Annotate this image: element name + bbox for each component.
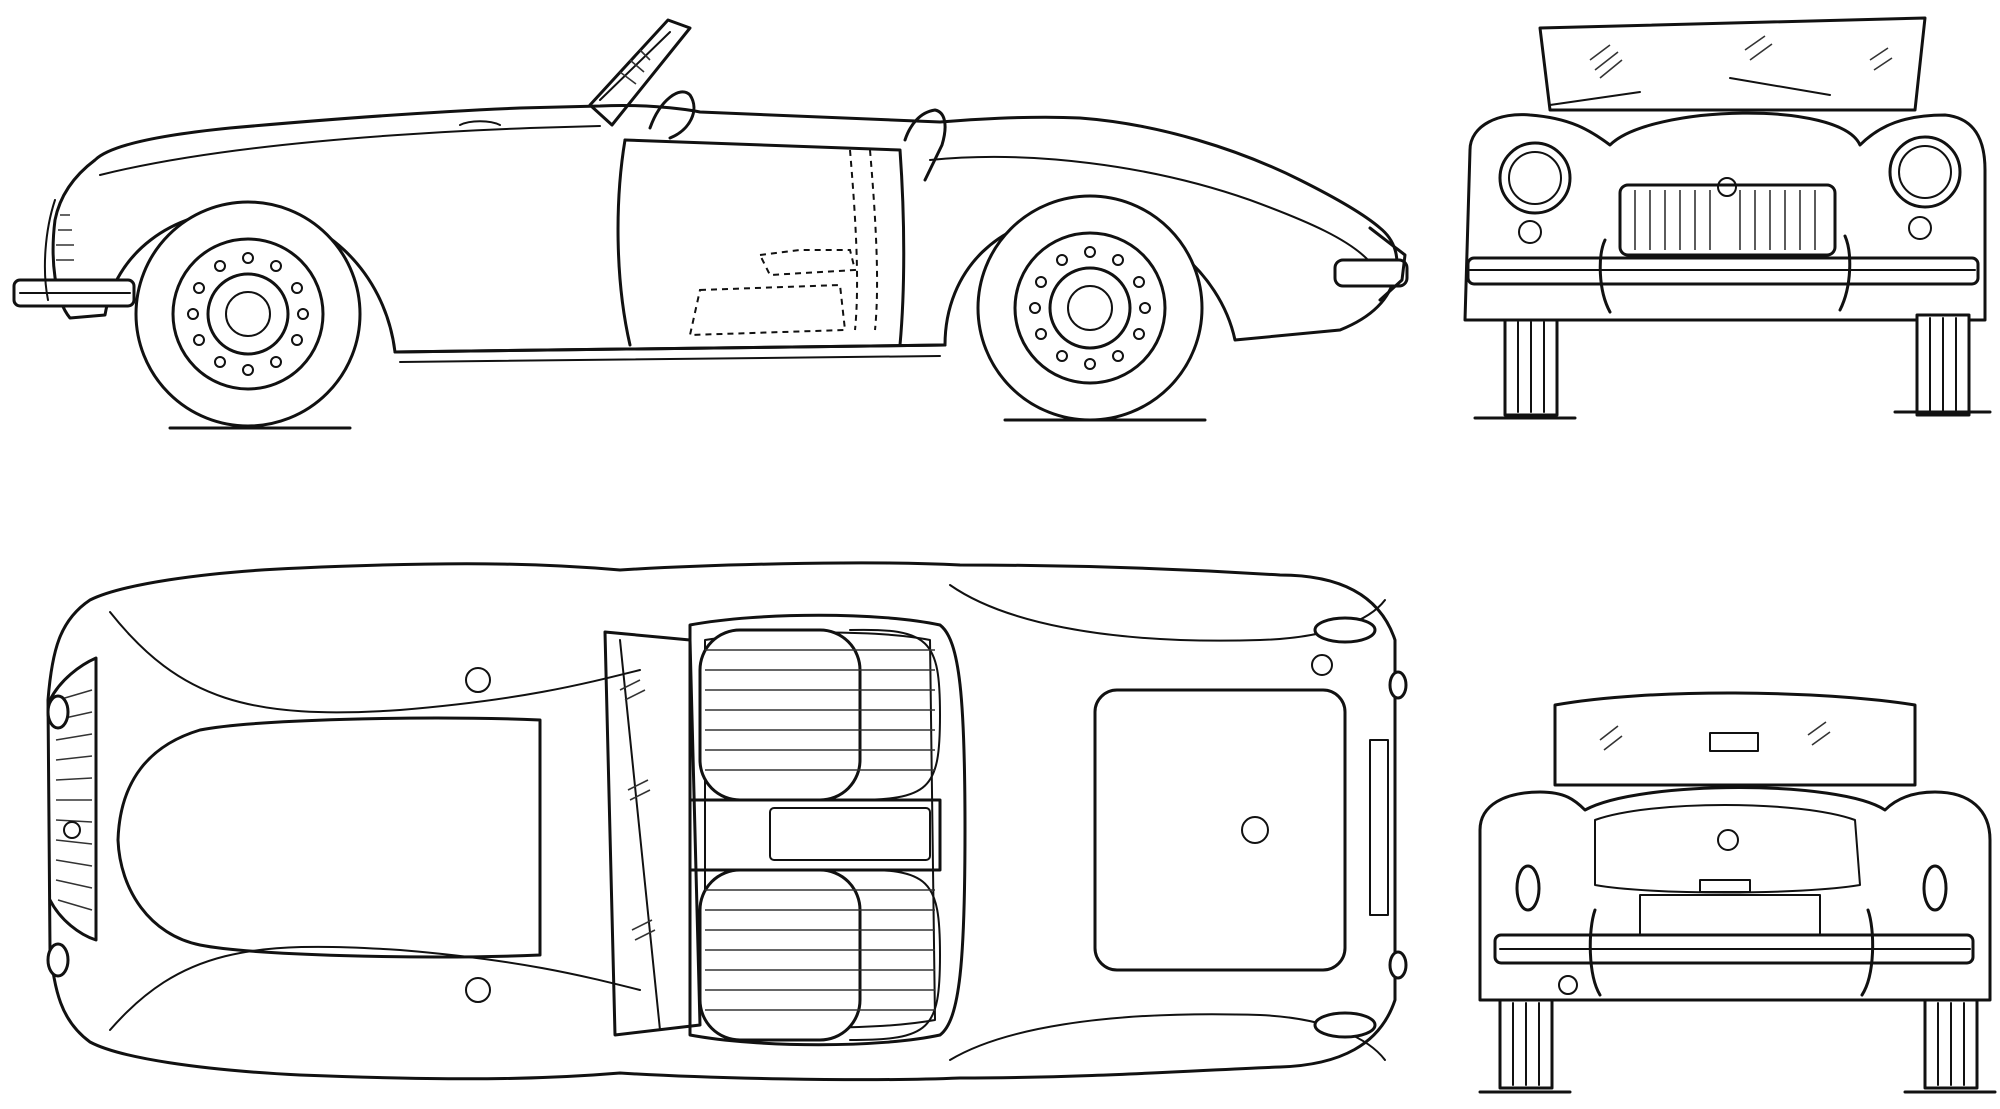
side-rear-wheel: [976, 194, 1204, 422]
top-windscreen: [603, 630, 702, 1037]
top-cockpit: [688, 613, 967, 1047]
rear-right-light: [1922, 864, 1948, 912]
rear-view: [1478, 691, 1997, 1094]
front-right-headlight: [1888, 135, 1962, 209]
side-body: [12, 18, 1409, 430]
top-bonnet: [116, 716, 542, 959]
top-seat-right: [698, 868, 941, 1042]
top-boot-lid: [1093, 688, 1347, 972]
top-view: [46, 561, 1408, 1082]
top-outline: [46, 561, 1397, 1082]
front-view: [1463, 16, 1992, 420]
rear-windscreen: [1553, 691, 1917, 787]
front-windscreen: [1538, 16, 1927, 112]
side-view: [12, 18, 1409, 430]
rear-body: [1478, 786, 1992, 1002]
rear-left-light: [1515, 864, 1541, 912]
front-left-headlight: [1498, 141, 1572, 215]
front-body: [1463, 111, 1987, 322]
front-grille: [1618, 183, 1837, 257]
top-seat-left: [698, 628, 941, 802]
side-front-wheel: [134, 200, 362, 428]
top-tunnel: [688, 798, 942, 872]
